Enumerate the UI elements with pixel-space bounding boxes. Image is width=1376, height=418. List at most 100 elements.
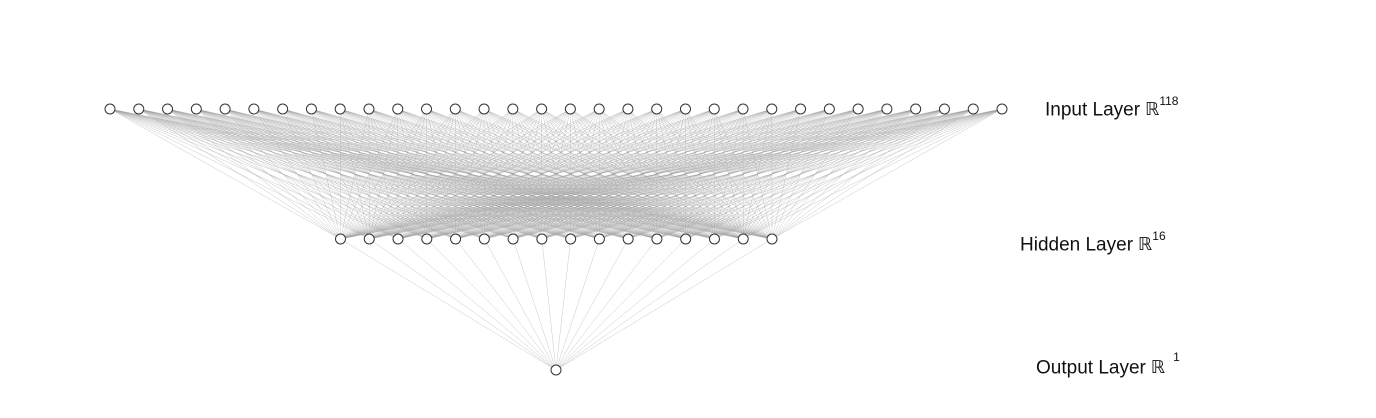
hidden-layer-node (421, 233, 433, 245)
input-layer-node (593, 103, 605, 115)
edge-input-to-hidden (340, 108, 629, 240)
edge-input-to-hidden (311, 108, 341, 240)
input-layer-node (133, 103, 145, 115)
edges-group (109, 108, 1003, 371)
hidden-layer-node (680, 233, 692, 245)
input-layer-node (449, 103, 461, 115)
edge-input-to-hidden (628, 108, 1003, 240)
hidden-layer-node (622, 233, 634, 245)
edge-input-to-hidden (340, 108, 830, 240)
input-layer-node (334, 103, 346, 115)
input-layer-node (305, 103, 317, 115)
edge-hidden-to-output (555, 238, 773, 371)
input-layer-node (564, 103, 576, 115)
edge-input-to-hidden (340, 108, 859, 240)
edge-input-to-hidden (369, 108, 1003, 240)
hidden-layer-node (335, 233, 346, 245)
edge-input-to-hidden (426, 108, 1003, 240)
nodes-group (104, 103, 1008, 376)
edge-input-to-hidden (340, 108, 571, 240)
edge-hidden-to-output (512, 238, 557, 371)
hidden-layer-node (708, 233, 720, 245)
input-layer-node (852, 103, 864, 115)
edge-hidden-to-output (555, 238, 571, 371)
edge-hidden-to-output (555, 238, 744, 371)
hidden-layer-name: Hidden Layer (1020, 234, 1134, 256)
edge-hidden-to-output (555, 238, 686, 371)
edge-input-to-hidden (340, 108, 370, 240)
hidden-layer-node (593, 233, 605, 245)
edge-input-to-hidden (340, 108, 456, 240)
edge-input-to-hidden (340, 108, 1003, 240)
edge-input-to-hidden (714, 108, 1003, 240)
edge-hidden-to-output (484, 238, 557, 371)
input-layer-node (737, 103, 749, 115)
input-layer-node (536, 103, 548, 115)
edge-input-to-hidden (138, 108, 341, 240)
input-layer-node (766, 103, 778, 115)
edge-input-to-hidden (743, 108, 1003, 240)
edge-input-to-hidden (340, 108, 513, 240)
input-layer-space-symbol: ℝ (1145, 99, 1160, 121)
edge-hidden-to-output (397, 238, 557, 371)
output-layer-node (550, 364, 562, 376)
input-layer-node (363, 103, 375, 115)
edge-hidden-to-output (555, 238, 658, 371)
edge-input-to-hidden (196, 108, 341, 240)
input-layer-node (938, 103, 950, 115)
input-layer-node (248, 103, 260, 115)
edge-input-to-hidden (224, 108, 341, 240)
input-layer-name: Input Layer (1045, 99, 1141, 121)
edge-input-to-hidden (340, 108, 916, 240)
input-layer-node (421, 103, 433, 115)
hidden-layer-node (737, 233, 749, 245)
edge-input-to-hidden (541, 108, 1003, 240)
edge-input-to-hidden (340, 108, 945, 240)
edge-hidden-to-output (340, 238, 557, 371)
hidden-layer-node (392, 233, 404, 245)
input-layer-node (651, 103, 663, 115)
edge-input-to-hidden (282, 108, 341, 240)
edge-input-to-hidden (253, 108, 341, 240)
hidden-layer-node (363, 233, 375, 245)
edge-input-to-hidden (513, 108, 1003, 240)
edge-input-to-hidden (685, 108, 1003, 240)
hidden-layer-dimension: 16 (1152, 229, 1166, 243)
edge-input-to-hidden (599, 108, 1003, 240)
edge-input-to-hidden (570, 108, 1003, 240)
edge-input-to-hidden (340, 108, 686, 240)
input-layer-node (162, 103, 174, 115)
edge-hidden-to-output (455, 238, 557, 371)
hidden-layer-node (766, 233, 778, 245)
edge-hidden-to-output (369, 238, 557, 371)
input-layer-node (190, 103, 202, 115)
input-layer-node (219, 103, 231, 115)
hidden-layer-node (507, 233, 519, 245)
edge-input-to-hidden (397, 108, 1003, 240)
edge-input-to-hidden (771, 108, 1003, 240)
edge-input-to-hidden (340, 108, 887, 240)
edge-hidden-to-output (555, 238, 715, 371)
edge-input-to-hidden (340, 108, 744, 240)
hidden-layer-node (478, 233, 490, 245)
input-layer-node (910, 103, 922, 115)
input-layer-node (277, 103, 289, 115)
edge-input-to-hidden (340, 108, 657, 240)
input-layer-node (478, 103, 490, 115)
hidden-layer-node (450, 233, 462, 245)
edge-input-to-hidden (340, 108, 398, 240)
input-layer-node (622, 103, 634, 115)
hidden-layer-node (651, 233, 663, 245)
edge-hidden-to-output (555, 238, 600, 371)
input-layer-node (881, 103, 893, 115)
edge-input-to-hidden (340, 108, 427, 240)
edge-input-to-hidden (455, 108, 1003, 240)
input-layer-node (104, 103, 116, 115)
edge-input-to-hidden (656, 108, 1003, 240)
input-layer-node (679, 103, 691, 115)
edge-hidden-to-output (541, 238, 557, 371)
